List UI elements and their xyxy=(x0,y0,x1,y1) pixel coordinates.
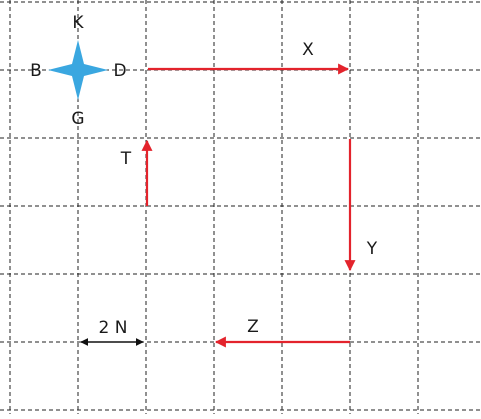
vector-y-label: Y xyxy=(366,239,378,259)
scale-indicator: 2 N xyxy=(80,318,144,346)
vector-x-label: X xyxy=(302,40,314,60)
compass-rose: K G B D xyxy=(30,13,126,129)
vector-labels: X Y Z T xyxy=(120,40,378,337)
scale-label: 2 N xyxy=(99,318,128,338)
compass-north-label: K xyxy=(72,13,84,33)
compass-east-label: D xyxy=(113,61,126,81)
compass-star-icon xyxy=(48,40,108,100)
force-vectors xyxy=(141,63,356,348)
vector-t-label: T xyxy=(120,149,132,169)
vector-z-label: Z xyxy=(247,317,259,337)
compass-west-label: B xyxy=(30,61,42,81)
compass-south-label: G xyxy=(71,109,84,129)
